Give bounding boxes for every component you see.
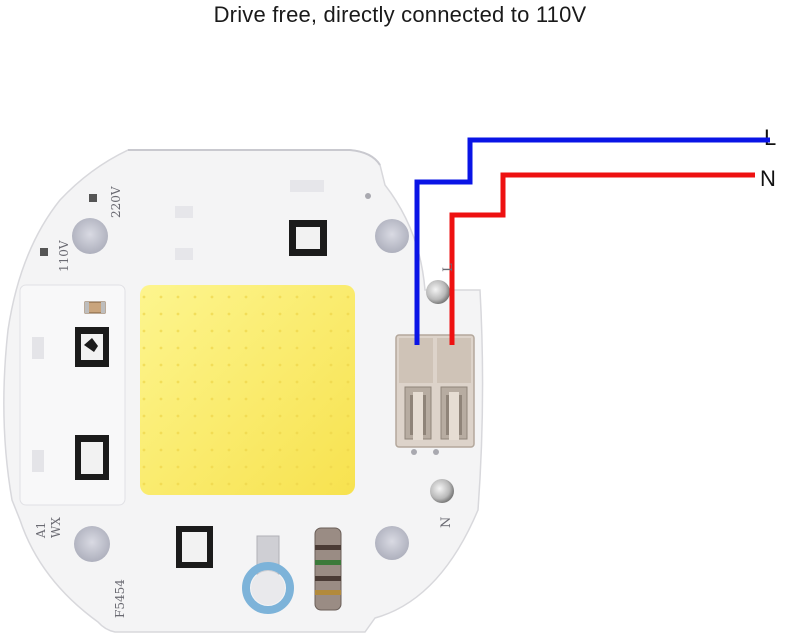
terminal-screw-l xyxy=(426,280,450,304)
mount-hole-top-right xyxy=(375,219,409,253)
pcb-label-220v: 220V xyxy=(109,186,123,218)
terminal-block xyxy=(395,334,475,448)
mount-hole-bottom-right xyxy=(375,526,409,560)
wire-live xyxy=(414,137,770,345)
pcb-label-wx: WX xyxy=(49,517,63,538)
pcb-label-a1: A1 xyxy=(34,522,48,539)
terminal-screw-n xyxy=(430,479,454,503)
caption-title: Drive free, directly connected to 110V xyxy=(213,2,587,27)
pcb-label-terminal-l: L xyxy=(441,263,456,272)
pcb-label-110v: 110V xyxy=(57,240,71,272)
pcb-label-part-number: F5454 xyxy=(113,579,127,618)
pcb-label-terminal-n: N xyxy=(439,517,454,528)
wire-label-live: L xyxy=(764,125,777,150)
wire-neutral xyxy=(449,172,755,345)
resistor xyxy=(314,527,342,611)
wire-label-neutral: N xyxy=(760,166,776,191)
mount-hole-top-left xyxy=(72,218,108,254)
mount-hole-bottom-left xyxy=(74,526,110,562)
solder-pad-ring xyxy=(242,562,294,614)
